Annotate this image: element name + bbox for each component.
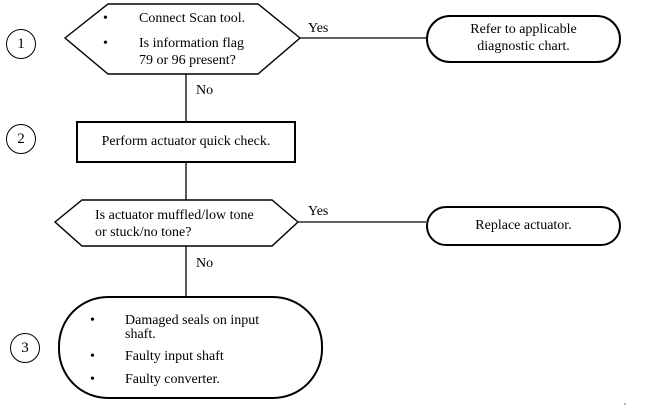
decision-2-line-1: Is actuator muffled/low tone — [95, 208, 254, 223]
result-2-terminal — [426, 206, 621, 246]
decision-2-line-2: or stuck/no tone? — [95, 225, 192, 240]
cause-1-bullet: • — [90, 313, 95, 328]
step-3-marker: 3 — [10, 333, 40, 363]
cause-2-label: Faulty input shaft — [125, 349, 224, 364]
decision-1-line-3: 79 or 96 present? — [139, 53, 236, 68]
result-1-line-2: diagnostic chart. — [477, 39, 570, 54]
action-2-box — [76, 121, 296, 163]
result-1-line-1: Refer to applicable — [470, 22, 577, 37]
result-2-label: Replace actuator. — [475, 218, 572, 233]
result-1-terminal — [426, 15, 621, 63]
decision-1-line-1: Connect Scan tool. — [139, 11, 246, 26]
decision-2-yes-label: Yes — [308, 204, 329, 219]
cause-1-line-2: shaft. — [125, 327, 156, 342]
decision-1-bullet-2: • — [103, 36, 108, 51]
cause-3-bullet: • — [90, 372, 95, 387]
decision-1-bullet-1: • — [103, 11, 108, 26]
cause-1-line-1: Damaged seals on input — [125, 313, 260, 328]
cause-3-label: Faulty converter. — [125, 372, 220, 387]
step-1-marker: 1 — [6, 29, 36, 59]
decision-1-yes-label: Yes — [308, 21, 329, 36]
causes-terminal — [58, 296, 323, 399]
step-2-marker: 2 — [6, 124, 36, 154]
cause-2-bullet: • — [90, 349, 95, 364]
decision-1-no-label: No — [196, 83, 214, 98]
decision-2-no-label: No — [196, 256, 214, 271]
action-2-label: Perform actuator quick check. — [101, 134, 271, 149]
decision-1-line-2: Is information flag — [139, 36, 244, 51]
